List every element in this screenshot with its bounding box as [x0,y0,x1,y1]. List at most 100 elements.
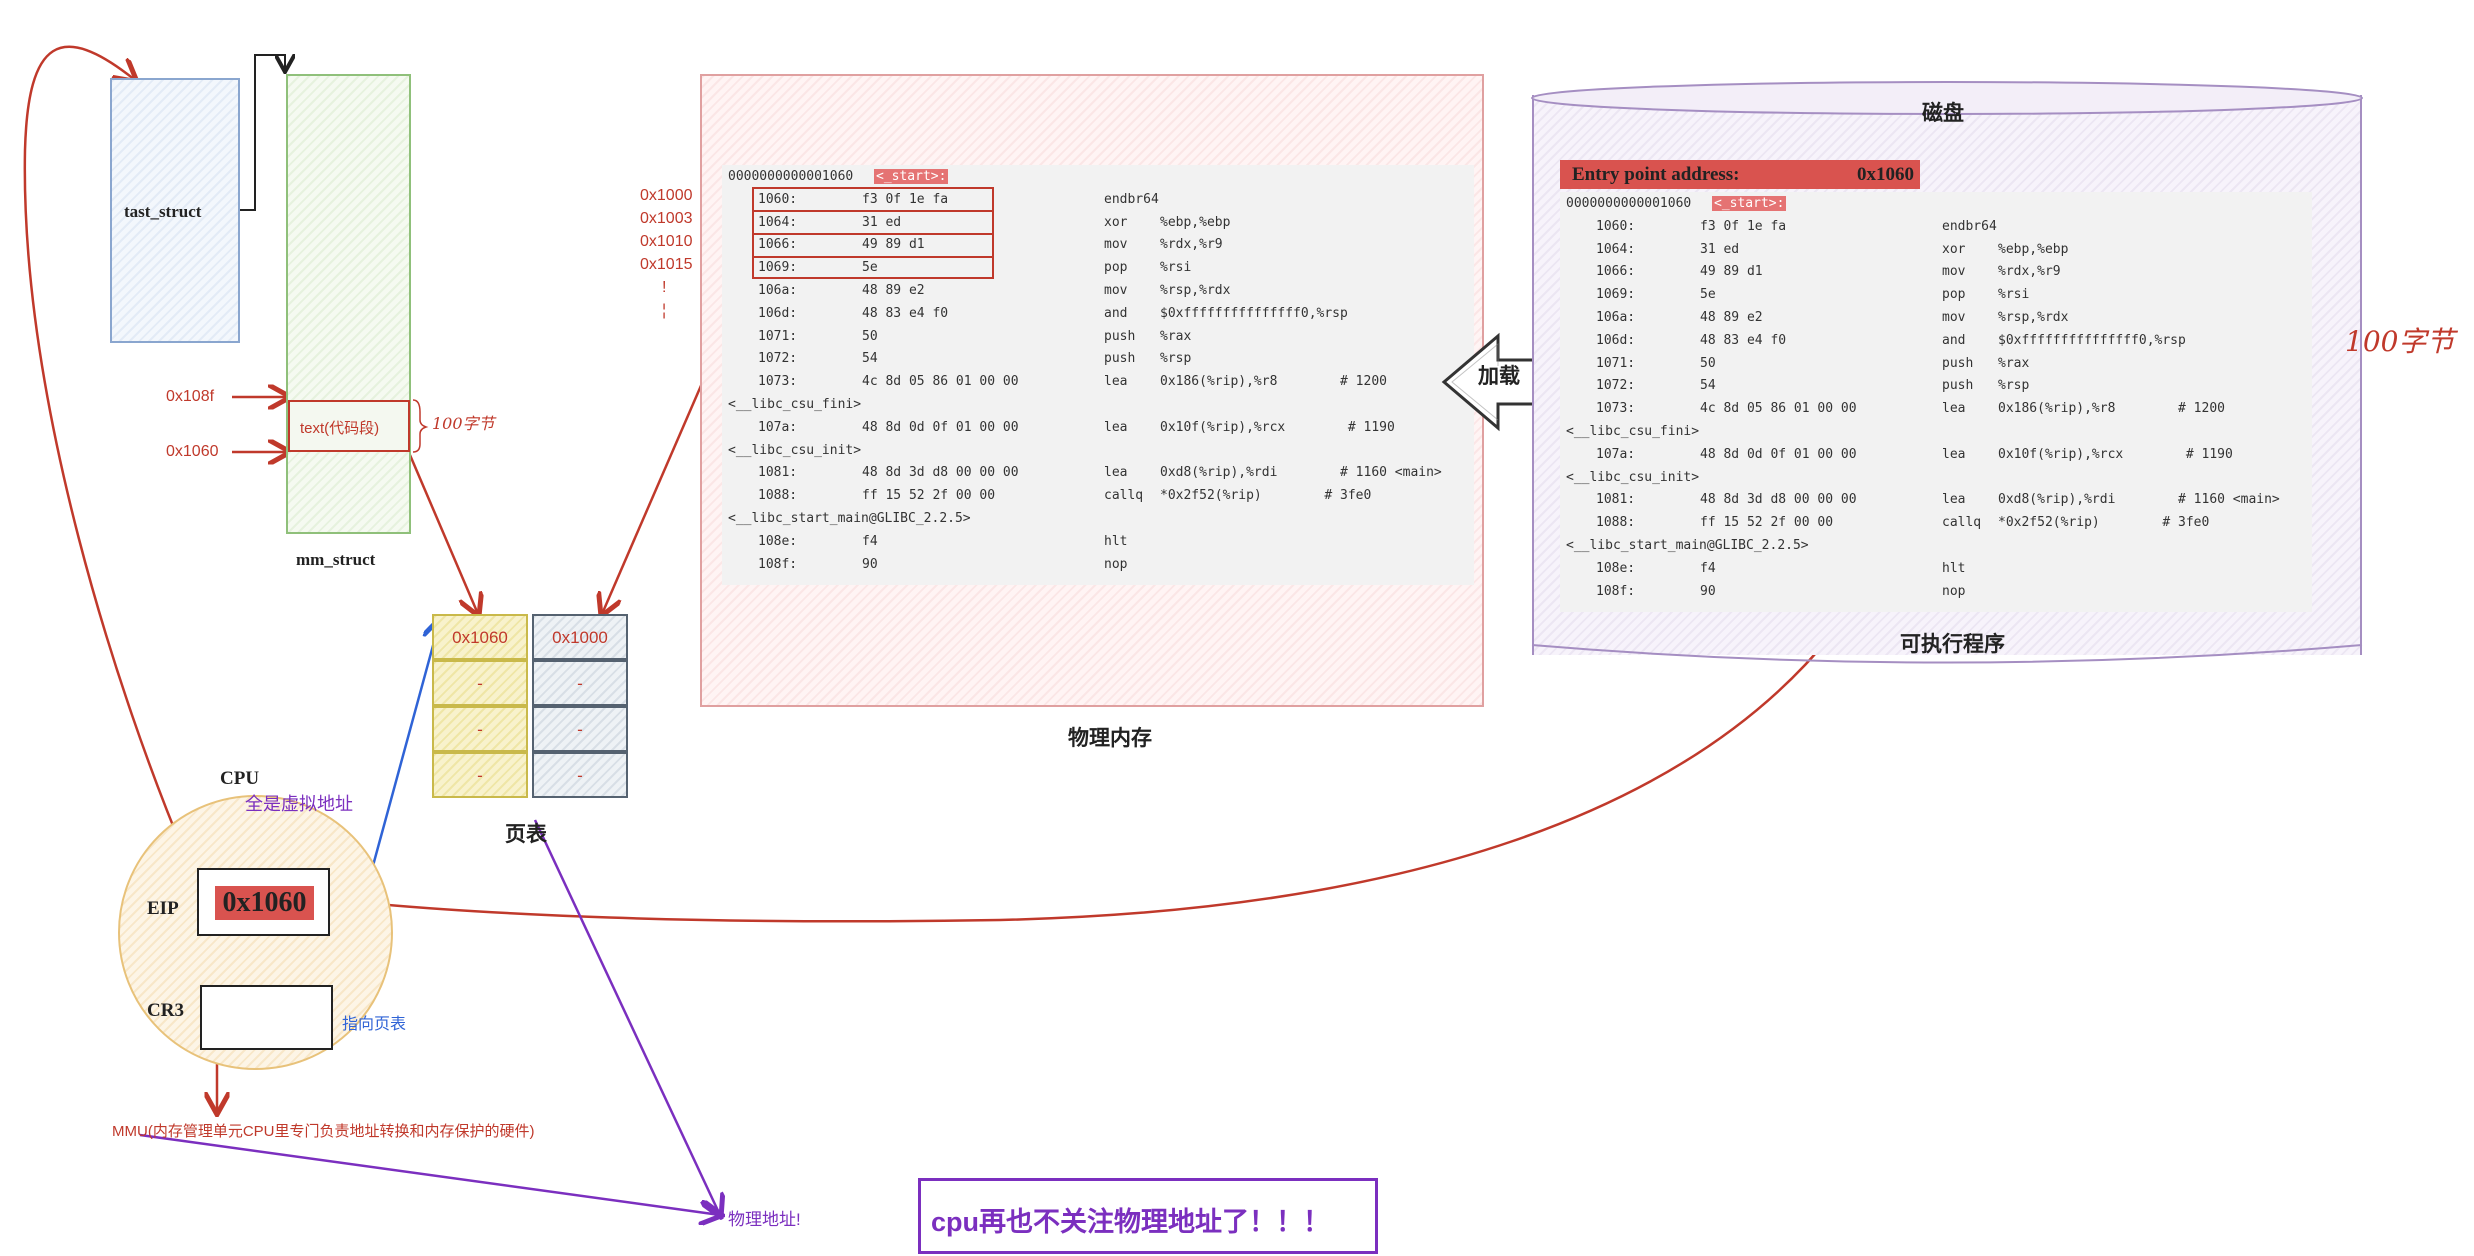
phys-addr: 106a: [758,283,798,298]
phys-args: 0x10f(%rip),%rcx # 1190 [1160,419,1395,435]
phys-op: callq [1104,488,1144,504]
disk-op: mov [1942,310,1966,325]
phys-bytes: 48 89 e2 [862,283,925,298]
disk-code-listing: 0000000000001060 <_start>: 1060:f3 0f 1e… [1560,192,2312,612]
disk-op: lea [1942,401,1966,417]
phys-symbol-label: <__libc_csu_init> [728,442,862,458]
phys-addr: 1081: [758,465,798,481]
disk-args: %rsi [1998,287,2030,303]
phys-bytes: 50 [862,328,878,344]
disk-cylinder-caps [1531,81,2363,664]
phys-addr: 1060: [758,191,798,207]
disk-addr: 108f: [1596,583,1636,599]
mm-struct-label: mm_struct [296,550,376,569]
phys-args: *0x2f52(%rip) # 3fe0 [1160,488,1372,504]
disk-addr: 1073: [1596,401,1636,417]
phys-addr: 1071: [758,328,798,344]
disk-addr: 107a: [1596,446,1636,462]
footer-note-box: cpu再也不关注物理地址了！！！ [918,1178,1378,1254]
disk-addr: 1064: [1596,241,1636,257]
disk-args: 0xd8(%rip),%rdi # 1160 <main> [1998,492,2280,508]
addr-high-label: 0x108f [166,388,215,405]
phys-addr: 1073: [758,374,798,390]
pt-to-phys-arrow [533,819,720,1215]
disk-addr: 1072: [1596,378,1636,394]
vaddr-1: 0x1003 [640,210,693,227]
phys-args: %rdx,%r9 [1160,237,1223,253]
cr3-register-box [200,985,333,1050]
pt-left-cell-0: 0x1060 [432,614,528,660]
phys-symbol-label: <__libc_csu_fini> [728,397,862,412]
disk-symbol-label: <__libc_csu_init> [1566,469,1700,485]
pt-left-cell-3: - [432,752,528,798]
phys-op: xor [1104,214,1128,230]
phys-args: 0xd8(%rip),%rdi # 1160 <main> [1160,465,1442,481]
phys-bytes: ff 15 52 2f 00 00 [862,488,996,504]
phys-addr: 107a: [758,419,798,435]
disk-op: callq [1942,515,1982,531]
disk-bytes: 48 8d 3d d8 00 00 00 [1700,492,1857,508]
disk-addr: 1069: [1596,287,1636,303]
text-size-note: 100字节 [432,414,495,433]
phys-bytes: f4 [862,533,878,549]
text-to-pt-arrow [408,454,478,614]
cr3-label: CR3 [147,1000,184,1021]
disk-op: lea [1942,492,1966,508]
disk-addr: 106d: [1596,332,1636,348]
disk-symbol-label: <__libc_csu_fini> [1566,424,1700,439]
disk-addr: 1081: [1596,492,1636,508]
disk-addr: 1060: [1596,218,1636,234]
phys-bytes: 49 89 d1 [862,237,925,253]
phys-args: %ebp,%ebp [1160,214,1231,230]
task-to-mm-arrow [240,54,285,211]
disk-op: xor [1942,241,1966,257]
phys-addr: 108e: [758,533,798,549]
phys-op: lea [1104,465,1128,481]
disk-addr: 106a: [1596,310,1636,325]
disk-bytes: 31 ed [1700,241,1740,257]
phys-addr: 1088: [758,488,798,504]
disk-title: 磁盘 [1922,102,1964,125]
phys-addr: 106d: [758,305,798,321]
phys-addr: 1069: [758,260,798,276]
disk-op: mov [1942,264,1966,280]
phys-op: nop [1104,556,1128,572]
page-table-title: 页表 [505,823,547,846]
text-size-brace [412,399,429,453]
vaddr-2: 0x1010 [640,233,693,250]
disk-bytes: 48 8d 0d 0f 01 00 00 [1700,446,1857,462]
disk-args: %rsp [1998,378,2030,394]
disk-bytes: 50 [1700,355,1716,371]
phys-addr: 1066: [758,237,798,253]
phys-args: %rsi [1160,260,1192,276]
disk-bytes: 90 [1700,583,1716,599]
eip-register-box: 0x1060 [197,868,330,936]
footer-note-text: cpu再也不关注物理地址了！！！ [931,1207,1331,1237]
phys-args: $0xfffffffffffffff0,%rsp [1160,305,1348,321]
phys-bytes: 5e [862,260,878,276]
disk-op: nop [1942,583,1966,599]
disk-op: pop [1942,287,1966,303]
phys-code-listing: 0000000000001060 <_start>: 1060:f3 0f 1e… [722,165,1474,585]
phys-op: hlt [1104,533,1128,549]
text-segment-label: text(代码段) [300,420,380,437]
cr3-note: 指向页表 [342,1016,407,1033]
phys-op: mov [1104,237,1128,253]
phys-args: %rax [1160,328,1192,344]
disk-op: lea [1942,446,1966,462]
phys-bytes: f3 0f 1e fa [862,191,949,207]
mmu-label: MMU(内存管理单元CPU里专门负责地址转换和内存保护的硬件) [112,1123,535,1140]
disk-bytes: ff 15 52 2f 00 00 [1700,515,1834,531]
load-label: 加载 [1478,365,1520,388]
disk-args: *0x2f52(%rip) # 3fe0 [1998,515,2210,531]
disk-entry-bar: Entry point address: 0x1060 [1560,160,1920,189]
pt-right-cell-0: 0x1000 [532,614,628,660]
phys-bytes: 48 8d 3d d8 00 00 00 [862,465,1019,481]
phys-args: 0x186(%rip),%r8 # 1200 [1160,374,1387,390]
phys-bytes: 31 ed [862,214,902,230]
page-table: 0x1060 - - - 0x1000 - - - [432,614,632,804]
task-struct-box: tast_struct [110,78,240,343]
disk-args: %ebp,%ebp [1998,241,2069,257]
cpu-note: 全是虚拟地址 [245,794,353,814]
pt-left-cell-2: - [432,706,528,752]
